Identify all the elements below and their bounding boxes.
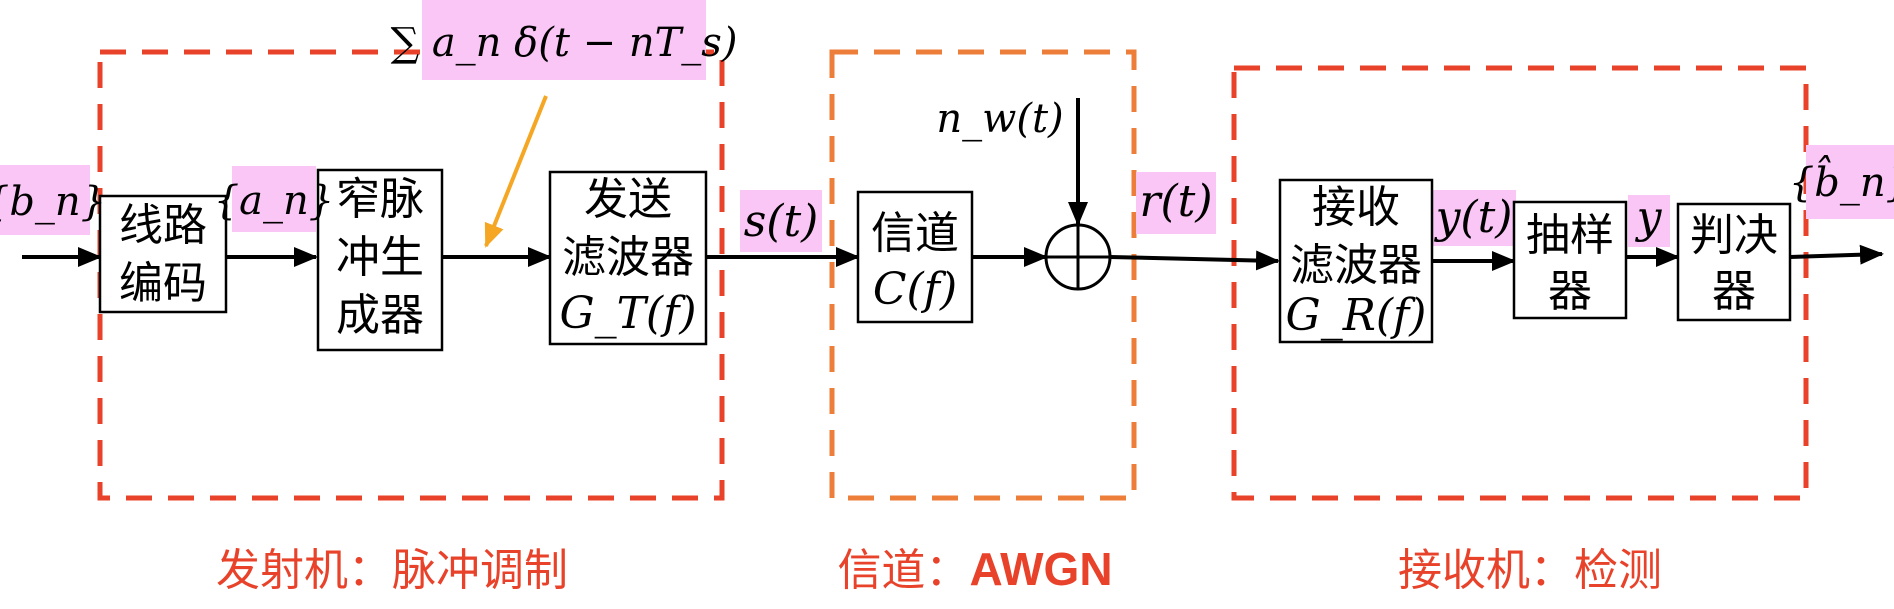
sampler-label-1: 抽样 [1526,210,1614,261]
sampler-block [1512,200,1628,320]
decider-label-2: 器 [1712,266,1756,317]
signal-an: {a_n} [214,178,335,224]
line-coding-label-2: 编码 [119,258,207,309]
tx-filter-label-2: 滤波器 [562,232,694,283]
rx-filter-block [1278,178,1434,344]
signal-yt: y(t) [1434,192,1513,243]
line-coding-label-1: 线路 [119,200,207,251]
transmitter-caption: 发射机：脉冲调制 [216,545,568,596]
sampler-label-2: 器 [1548,266,1592,317]
signal-impulse-train: ∑ a_n δ(t − nT_s) [391,20,738,66]
decider-block [1676,202,1792,322]
signal-noise: n_w(t) [936,96,1063,142]
pulse-gen-label-2: 冲生 [336,232,424,283]
receiver-caption: 接收机：检测 [1398,545,1662,596]
rx-filter-label-2: 滤波器 [1290,240,1422,291]
signal-bn-hat: {b̂_n} [1789,156,1894,206]
pulse-gen-label-1: 窄脉 [336,174,424,225]
tx-filter-label-3: G_T(f) [559,288,696,339]
signal-bn: {b_n} [0,179,106,225]
rx-filter-label-1: 接收 [1312,182,1400,233]
receiver-frame [1231,65,1809,501]
output-arrow [1789,244,1884,265]
arrow-to-rx-filter [1109,250,1280,271]
impulse-pointer-arrow [484,95,548,248]
signal-rt: r(t) [1139,176,1212,227]
yt-highlight [1432,190,1516,246]
bn-highlight [0,165,90,235]
impulse-highlight [422,0,706,80]
channel-caption-name: AWGN [969,543,1112,595]
rt-highlight [1136,172,1216,234]
decider-label-1: 判决 [1690,210,1778,261]
an-highlight [232,166,316,232]
channel-caption: 信道：AWGN [837,543,1112,596]
signal-y: y [1635,192,1663,243]
adder [1044,223,1112,291]
rx-filter-label-3: G_R(f) [1286,290,1427,341]
channel-caption-prefix: 信道： [837,545,969,596]
pulse-generator-block [316,168,444,352]
channel-label-2: C(f) [873,264,957,315]
tx-filter-block [548,170,708,346]
pulse-gen-label-3: 成器 [336,290,424,341]
channel-frame [829,49,1137,501]
line-coding-block [98,194,228,314]
tx-filter-label-1: 发送 [584,174,672,225]
bn-hat-highlight [1806,145,1894,219]
y-highlight [1628,195,1670,247]
signal-st: s(t) [744,196,819,247]
channel-block [856,190,974,324]
channel-label-1: 信道 [871,208,959,259]
st-highlight [740,190,822,252]
